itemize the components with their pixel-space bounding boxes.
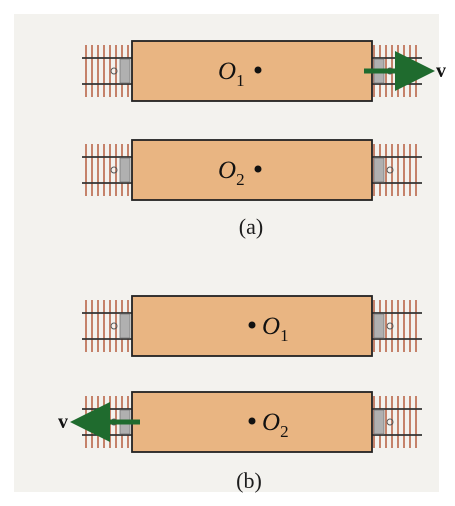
caption-a: (a) (238, 214, 264, 239)
car-body (131, 139, 373, 201)
car-body (131, 40, 373, 102)
wheel-bolt (110, 322, 118, 330)
velocity-label: v (436, 60, 446, 82)
velocity-label: v (58, 411, 68, 433)
coupler (373, 313, 385, 339)
center-point-subscript: 1 (280, 326, 289, 345)
coupler (119, 58, 131, 84)
coupler (373, 157, 385, 183)
caption-b: (b) (236, 468, 262, 493)
wheel-bolt (110, 67, 118, 75)
center-point-dot (254, 66, 262, 74)
center-point-dot (248, 321, 256, 329)
center-point-subscript: 1 (236, 71, 245, 90)
coupler (119, 313, 131, 339)
wheel-bolt (386, 418, 394, 426)
center-point-dot (248, 417, 256, 425)
wheel-bolt (110, 166, 118, 174)
railcar-o2: O2v (58, 391, 422, 453)
coupler (373, 409, 385, 435)
wheel-bolt (386, 322, 394, 330)
coupler (119, 157, 131, 183)
railcar-o1: O1 (82, 295, 422, 357)
wheel-bolt (386, 166, 394, 174)
center-point-dot (254, 165, 262, 173)
center-point-subscript: 2 (280, 422, 289, 441)
railcar-o2: O2 (82, 139, 422, 201)
center-point-subscript: 2 (236, 170, 245, 189)
